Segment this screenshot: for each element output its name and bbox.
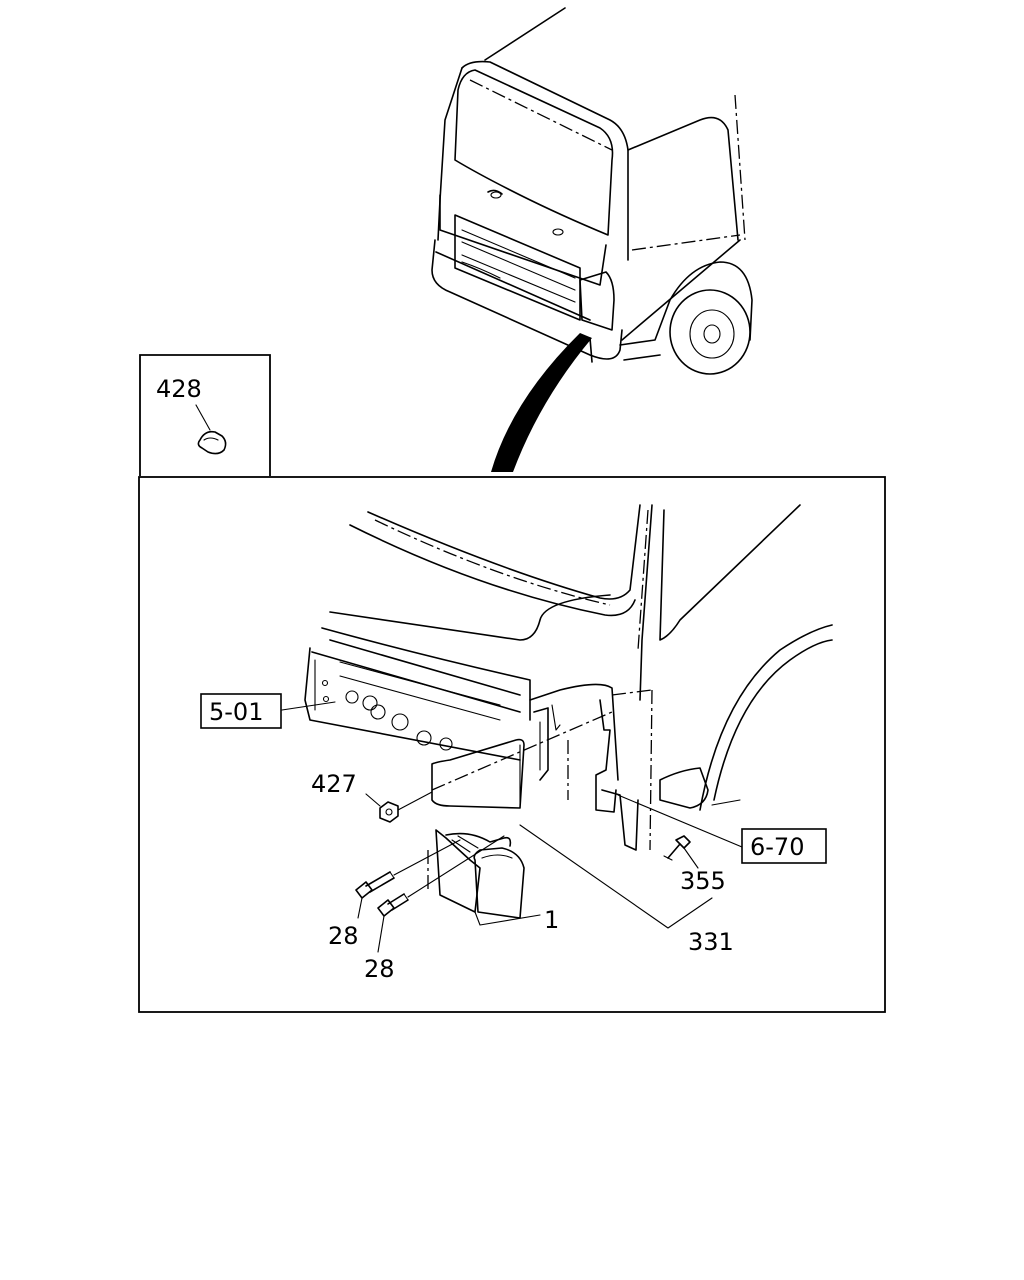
nut-427-icon xyxy=(379,801,399,823)
grommet-428-icon xyxy=(197,430,227,455)
part-label-331: 331 xyxy=(688,928,734,956)
part-label-427: 427 xyxy=(311,770,357,798)
leader-lines xyxy=(281,701,743,953)
truck-overview-illustration xyxy=(431,7,753,472)
inset-box-428: 428 xyxy=(139,354,271,476)
part-label-28-lower: 28 xyxy=(364,955,395,983)
part-box-5-01 xyxy=(200,693,282,729)
detail-frame xyxy=(138,476,886,1013)
bolt-28-upper-icon xyxy=(355,871,395,899)
part-label-355: 355 xyxy=(680,867,726,895)
part-label-1: 1 xyxy=(544,906,559,934)
detail-illustration xyxy=(304,504,833,919)
part-label-28-upper: 28 xyxy=(328,922,359,950)
part-label-6-70: 6-70 xyxy=(750,833,804,861)
part-box-6-70 xyxy=(741,828,827,864)
bolt-28-lower-icon xyxy=(377,893,409,917)
part-label-5-01: 5-01 xyxy=(209,698,263,726)
part-label-428: 428 xyxy=(156,375,202,403)
screw-355-icon xyxy=(663,835,691,861)
